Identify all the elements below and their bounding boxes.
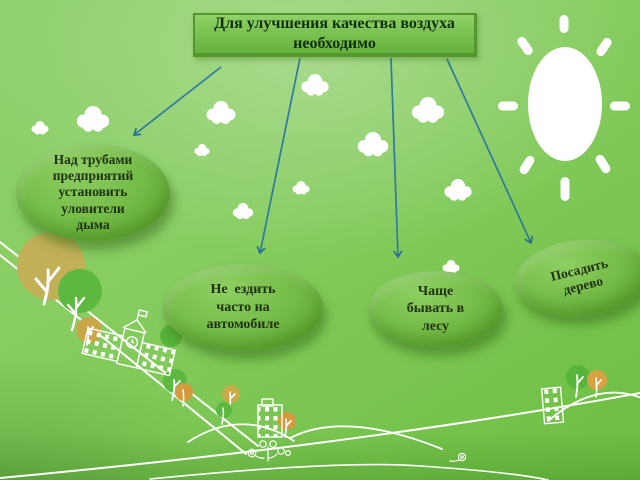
sun-icon bbox=[498, 15, 630, 201]
building-icon bbox=[540, 386, 565, 425]
tree-icon bbox=[58, 269, 102, 332]
bubble-line: Чаще bbox=[417, 283, 454, 299]
doodle-spiral bbox=[449, 452, 467, 462]
bubble-line: лесу bbox=[421, 318, 450, 334]
tree-icon bbox=[587, 370, 607, 398]
bubble-line: Не ездить bbox=[210, 282, 276, 298]
cloud-icon bbox=[292, 181, 310, 195]
cloud-icon bbox=[194, 144, 210, 157]
bubble-line: дыма bbox=[76, 216, 110, 232]
tree-icon bbox=[175, 383, 193, 407]
bubble-line: предприятий bbox=[52, 168, 134, 184]
arrow-connector-1 bbox=[132, 66, 222, 136]
cloud-icon bbox=[301, 74, 329, 96]
cloud-icon bbox=[232, 203, 254, 220]
bubble-smoke-catchers: Над трубами предприятий установить улови… bbox=[16, 144, 170, 241]
arrow-connector-3 bbox=[390, 57, 403, 259]
arrow-connector-2 bbox=[256, 57, 301, 255]
bubble-line: установить bbox=[58, 184, 128, 200]
cloud-icon bbox=[411, 97, 445, 123]
school-icon bbox=[81, 309, 176, 377]
bubble-line: уловители bbox=[61, 200, 125, 216]
title-line: Для улучшения качества воздуха bbox=[214, 15, 455, 32]
bubble-no-car: Не ездить часто на автомобиле bbox=[163, 264, 323, 351]
arrow-connectors bbox=[132, 57, 533, 259]
cloud-icon bbox=[76, 106, 110, 132]
sun-rays bbox=[498, 15, 630, 201]
cloud-icon bbox=[444, 179, 472, 201]
horizon-line bbox=[0, 392, 640, 479]
arrow-connector-4 bbox=[446, 58, 533, 245]
tree-icon bbox=[566, 365, 590, 398]
horizon-line bbox=[149, 463, 549, 480]
bubble-forest: Чаще бывать в лесу bbox=[368, 271, 503, 347]
title-box: Для улучшения качества воздуха необходим… bbox=[193, 13, 477, 57]
bubble-line: автомобиле bbox=[206, 317, 280, 333]
hill-line bbox=[289, 425, 443, 450]
bubble-line: часто на bbox=[216, 299, 270, 315]
bubble-line: Над трубами bbox=[53, 152, 133, 168]
tree-icon bbox=[216, 402, 232, 425]
flower-icon bbox=[247, 440, 292, 462]
cloud-icon bbox=[31, 121, 49, 135]
cloud-icon bbox=[357, 132, 389, 157]
cloud-icon bbox=[206, 101, 236, 124]
hill-line bbox=[187, 423, 295, 443]
title-line: необходимо bbox=[293, 35, 376, 52]
bubble-line: бывать в bbox=[406, 301, 465, 317]
building-icon bbox=[257, 398, 283, 438]
